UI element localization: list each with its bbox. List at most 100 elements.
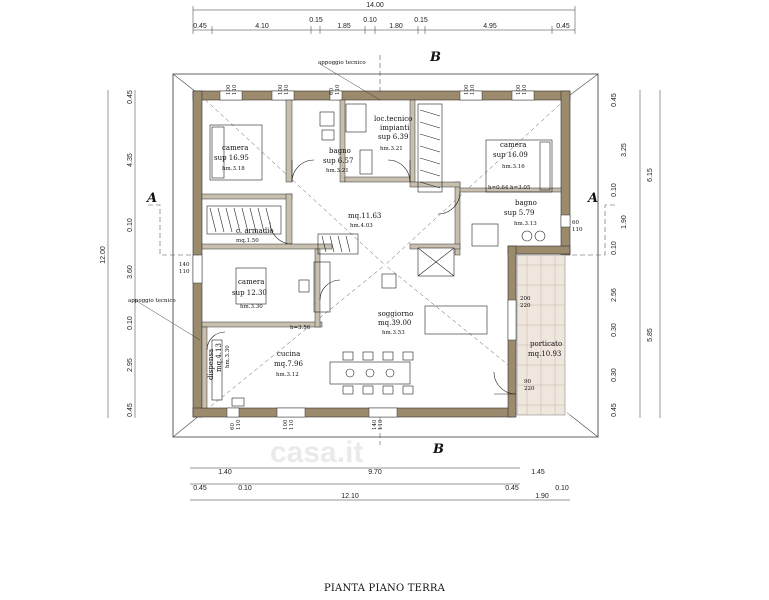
dim-right: 0.30 [611, 323, 618, 337]
dim-top: 0.45 [193, 23, 207, 30]
room-name: porticato [530, 340, 562, 348]
opening-size: 110 [179, 269, 190, 275]
door-swings [206, 159, 517, 395]
opening-size: 110 [378, 419, 384, 430]
room-name: loc.tecnico [374, 115, 412, 123]
furniture [209, 103, 553, 407]
interior-walls [201, 99, 562, 409]
height-label: h=0.64 [488, 185, 509, 191]
roof-hip-line [569, 73, 599, 96]
leader-line [134, 299, 201, 341]
opening-size: 100 [226, 84, 232, 95]
windows [192, 90, 571, 418]
room-name: camera [238, 278, 264, 286]
opening-labels: 100 110 100 110 60 110 100 110 100 110 1… [179, 84, 583, 430]
room-area: mq.10.93 [528, 350, 561, 358]
toilet [319, 111, 335, 127]
opening-size: 220 [520, 303, 531, 309]
room-porticato: porticato mq.10.93 [528, 340, 562, 358]
room-area: mq.4.13 [215, 343, 223, 372]
room-bagno-2: bagno sup 5.79 hm.3.13 [504, 199, 537, 227]
dim-bottom: 1.40 [218, 469, 232, 476]
section-mark-a: A [145, 191, 157, 206]
room-area: sup 16.95 [214, 154, 249, 162]
height-label: h=3.05 [510, 185, 531, 191]
room-disimpegno: mq.11.63 hm.4.03 [348, 212, 381, 229]
dim-bottom: 12.10 [341, 493, 359, 500]
dim-left: 0.45 [127, 403, 134, 417]
dim-left: 2.95 [127, 358, 134, 372]
room-area: mq.1.50 [236, 238, 259, 244]
dim-bottom: 1.45 [531, 469, 545, 476]
note-appoggio: appoggio tecnico [128, 298, 176, 304]
sofa [424, 305, 488, 335]
dim-right: 3.25 [621, 143, 628, 157]
dim-right: 0.10 [611, 241, 618, 255]
room-height: hm.3.13 [514, 221, 537, 227]
roof-dashed-line [384, 264, 571, 416]
opening-size: 110 [572, 227, 583, 233]
room-height: hm.3.18 [222, 166, 245, 172]
dimension-lines [107, 6, 661, 501]
dim-left: 0.10 [127, 316, 134, 330]
dim-top: 0.45 [556, 23, 570, 30]
dim-bottom: 0.10 [555, 485, 569, 492]
dim-right-total: 6.15 [647, 168, 654, 182]
dim-top: 4.10 [255, 23, 269, 30]
porticato-floor [516, 254, 566, 416]
roof-hip-line [569, 414, 599, 438]
dim-right: 0.45 [611, 403, 618, 417]
room-dispensa: dispensa mq.4.13 hm.3.30 [207, 343, 231, 380]
dim-left: 3.60 [127, 265, 134, 279]
drawing-title: PIANTA PIANO TERRA [323, 583, 446, 594]
room-height: hm.4.03 [350, 223, 373, 229]
room-height: hm.3.21 [326, 168, 349, 174]
opening-size: 90 [524, 379, 531, 385]
room-area: mq.39.00 [378, 319, 411, 327]
dim-top-total: 14.00 [366, 2, 384, 9]
room-name: camera [222, 144, 248, 152]
shower [471, 223, 499, 247]
dim-bottom: 0.10 [238, 485, 252, 492]
opening-size: 60 [230, 423, 236, 430]
opening-size: 220 [524, 386, 535, 392]
dining-table [329, 361, 411, 385]
wardrobe-hatching [206, 103, 443, 255]
room-area: sup 16.09 [493, 151, 528, 159]
section-mark-a: A [586, 191, 598, 206]
dim-top: 1.85 [337, 23, 351, 30]
opening-size: 110 [289, 419, 295, 430]
dim-left: 4.35 [127, 153, 134, 167]
opening-size: 110 [335, 84, 341, 95]
dim-right: 0.30 [611, 368, 618, 382]
room-area: sup 6.57 [323, 157, 353, 165]
dim-top: 0.10 [363, 17, 377, 24]
opening-size: 110 [522, 84, 528, 95]
room-height: hm.3.30 [225, 345, 231, 368]
room-camera-1: camera sup 16.95 hm.3.18 [214, 144, 249, 172]
room-camera-3: camera sup 12.30 hm.3.30 [232, 278, 267, 310]
room-height: hm.3.53 [382, 330, 405, 336]
room-area: sup 5.79 [504, 209, 534, 217]
room-height: hm.3.21 [380, 146, 403, 152]
room-name: c. armadio [236, 227, 274, 235]
section-mark-b: B [429, 50, 441, 65]
room-soggiorno: soggiorno mq.39.00 hm.3.53 [378, 310, 413, 336]
bathtub [359, 149, 373, 175]
toilet [521, 230, 533, 242]
opening-size: 60 [572, 220, 579, 226]
opening-size: 110 [232, 84, 238, 95]
room-area: mq.11.63 [348, 212, 381, 220]
room-bagno-1: bagno sup 6.57 hm.3.21 [323, 147, 353, 174]
opening-size: 100 [516, 84, 522, 95]
opening-size: 100 [464, 84, 470, 95]
dim-bottom: 0.45 [193, 485, 207, 492]
dim-left-total: 12.00 [100, 246, 107, 264]
room-area: sup 12.30 [232, 289, 267, 297]
opening-size: 140 [372, 419, 378, 430]
room-c-armadio: c. armadio mq.1.50 [236, 227, 274, 244]
room-name: impianti [380, 124, 410, 132]
opening-size: 110 [470, 84, 476, 95]
dim-left: 0.10 [127, 218, 134, 232]
